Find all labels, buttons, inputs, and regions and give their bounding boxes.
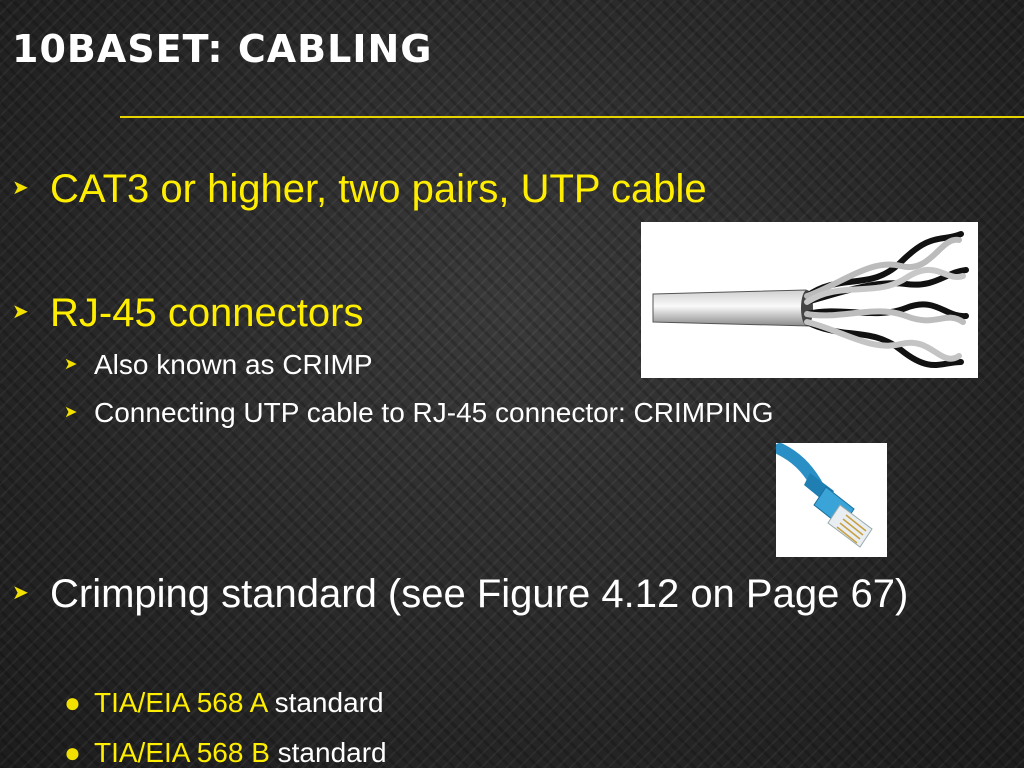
circle-bullet-icon: ● — [64, 737, 81, 768]
arrow-bullet-icon: ➤ — [12, 580, 29, 604]
sub-bullet-568a-highlight: TIA/EIA 568 A — [94, 687, 267, 718]
sub-bullet-568b-rest: standard — [269, 737, 387, 768]
sub-bullet-crimping-text: Connecting UTP cable to RJ-45 connector:… — [94, 397, 774, 428]
circle-bullet-icon: ● — [64, 687, 81, 718]
utp-cable-image — [641, 222, 978, 378]
bullet-rj45: ➤ RJ-45 connectors — [12, 289, 970, 337]
sub-bullet-568a: ● TIA/EIA 568 A standard — [64, 686, 994, 720]
bullet-cat3-text: CAT3 or higher, two pairs, UTP cable — [50, 167, 707, 211]
slide-title: 10BASET: CABLING — [12, 27, 433, 71]
sub-bullet-crimping: ➤ Connecting UTP cable to RJ-45 connecto… — [64, 396, 994, 430]
arrow-subbullet-icon: ➤ — [64, 354, 78, 373]
sub-bullet-crimp: ➤ Also known as CRIMP — [64, 348, 994, 382]
arrow-bullet-icon: ➤ — [12, 175, 29, 199]
bullet-rj45-text: RJ-45 connectors — [50, 291, 364, 335]
bullet-crimping-standard-text: Crimping standard (see Figure 4.12 on Pa… — [50, 572, 909, 616]
sub-bullet-568b-highlight: TIA/EIA 568 B — [94, 737, 270, 768]
arrow-subbullet-icon: ➤ — [64, 402, 78, 421]
sub-bullet-568a-rest: standard — [266, 687, 384, 718]
utp-cable-illustration — [652, 231, 969, 368]
bullet-cat3: ➤ CAT3 or higher, two pairs, UTP cable — [12, 165, 970, 213]
sub-bullet-crimp-text: Also known as CRIMP — [94, 349, 373, 380]
rj45-connector-illustration — [776, 443, 873, 548]
title-underline — [120, 116, 1024, 118]
sub-bullet-568b: ● TIA/EIA 568 B standard — [64, 736, 994, 768]
bullet-crimping-standard: ➤ Crimping standard (see Figure 4.12 on … — [12, 570, 970, 618]
arrow-bullet-icon: ➤ — [12, 299, 29, 323]
rj45-connector-image — [776, 443, 887, 557]
